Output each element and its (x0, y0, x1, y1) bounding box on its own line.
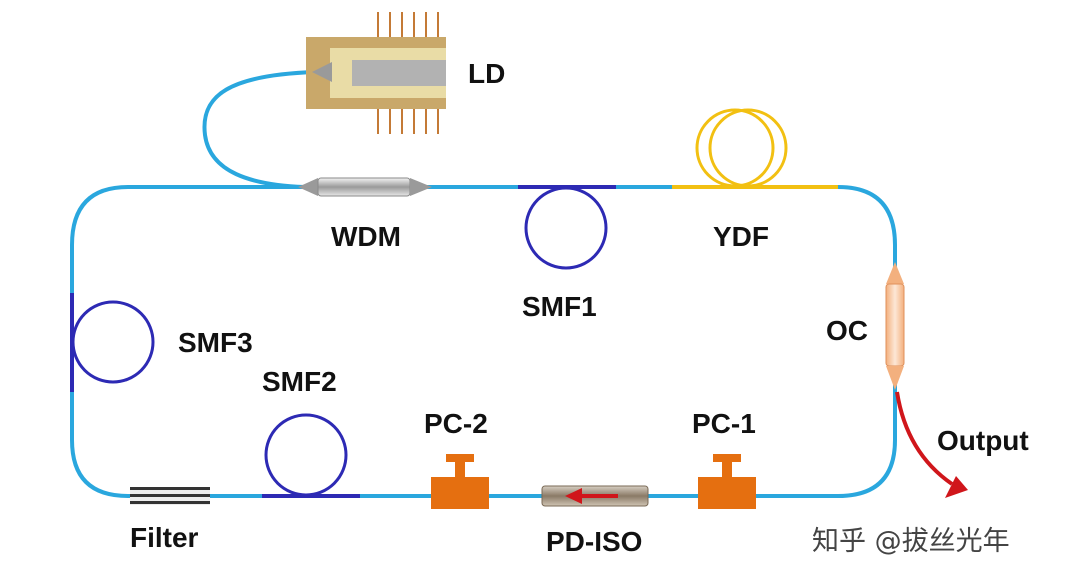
output-arrow (895, 391, 968, 498)
label-smf3: SMF3 (178, 327, 253, 358)
filter (130, 487, 210, 505)
pc2-controller (431, 454, 489, 509)
label-smf1: SMF1 (522, 291, 597, 322)
ydf-coil (672, 108, 838, 189)
label-ld: LD (468, 58, 505, 89)
smf3-coil (70, 293, 155, 392)
ld-pins (377, 12, 439, 134)
pd-iso-isolator (541, 485, 649, 507)
watermark: 知乎 @拔丝光年 (812, 526, 1010, 557)
smf2-coil (262, 413, 360, 498)
pump-fiber (202, 70, 316, 189)
label-ydf: YDF (713, 221, 769, 252)
label-oc: OC (826, 315, 868, 346)
label-pc1: PC-1 (692, 408, 756, 439)
smf1-coil (518, 185, 616, 270)
pc1-controller (698, 454, 756, 509)
output-coupler (885, 262, 905, 390)
label-output: Output (937, 425, 1029, 456)
label-pdiso: PD-ISO (546, 526, 642, 557)
laser-diode (306, 12, 446, 134)
label-pc2: PC-2 (424, 408, 488, 439)
wdm-coupler (298, 177, 432, 197)
isolator-direction-arrow (565, 488, 582, 504)
label-wdm: WDM (331, 221, 401, 252)
label-smf2: SMF2 (262, 366, 337, 397)
label-filter: Filter (130, 522, 199, 553)
